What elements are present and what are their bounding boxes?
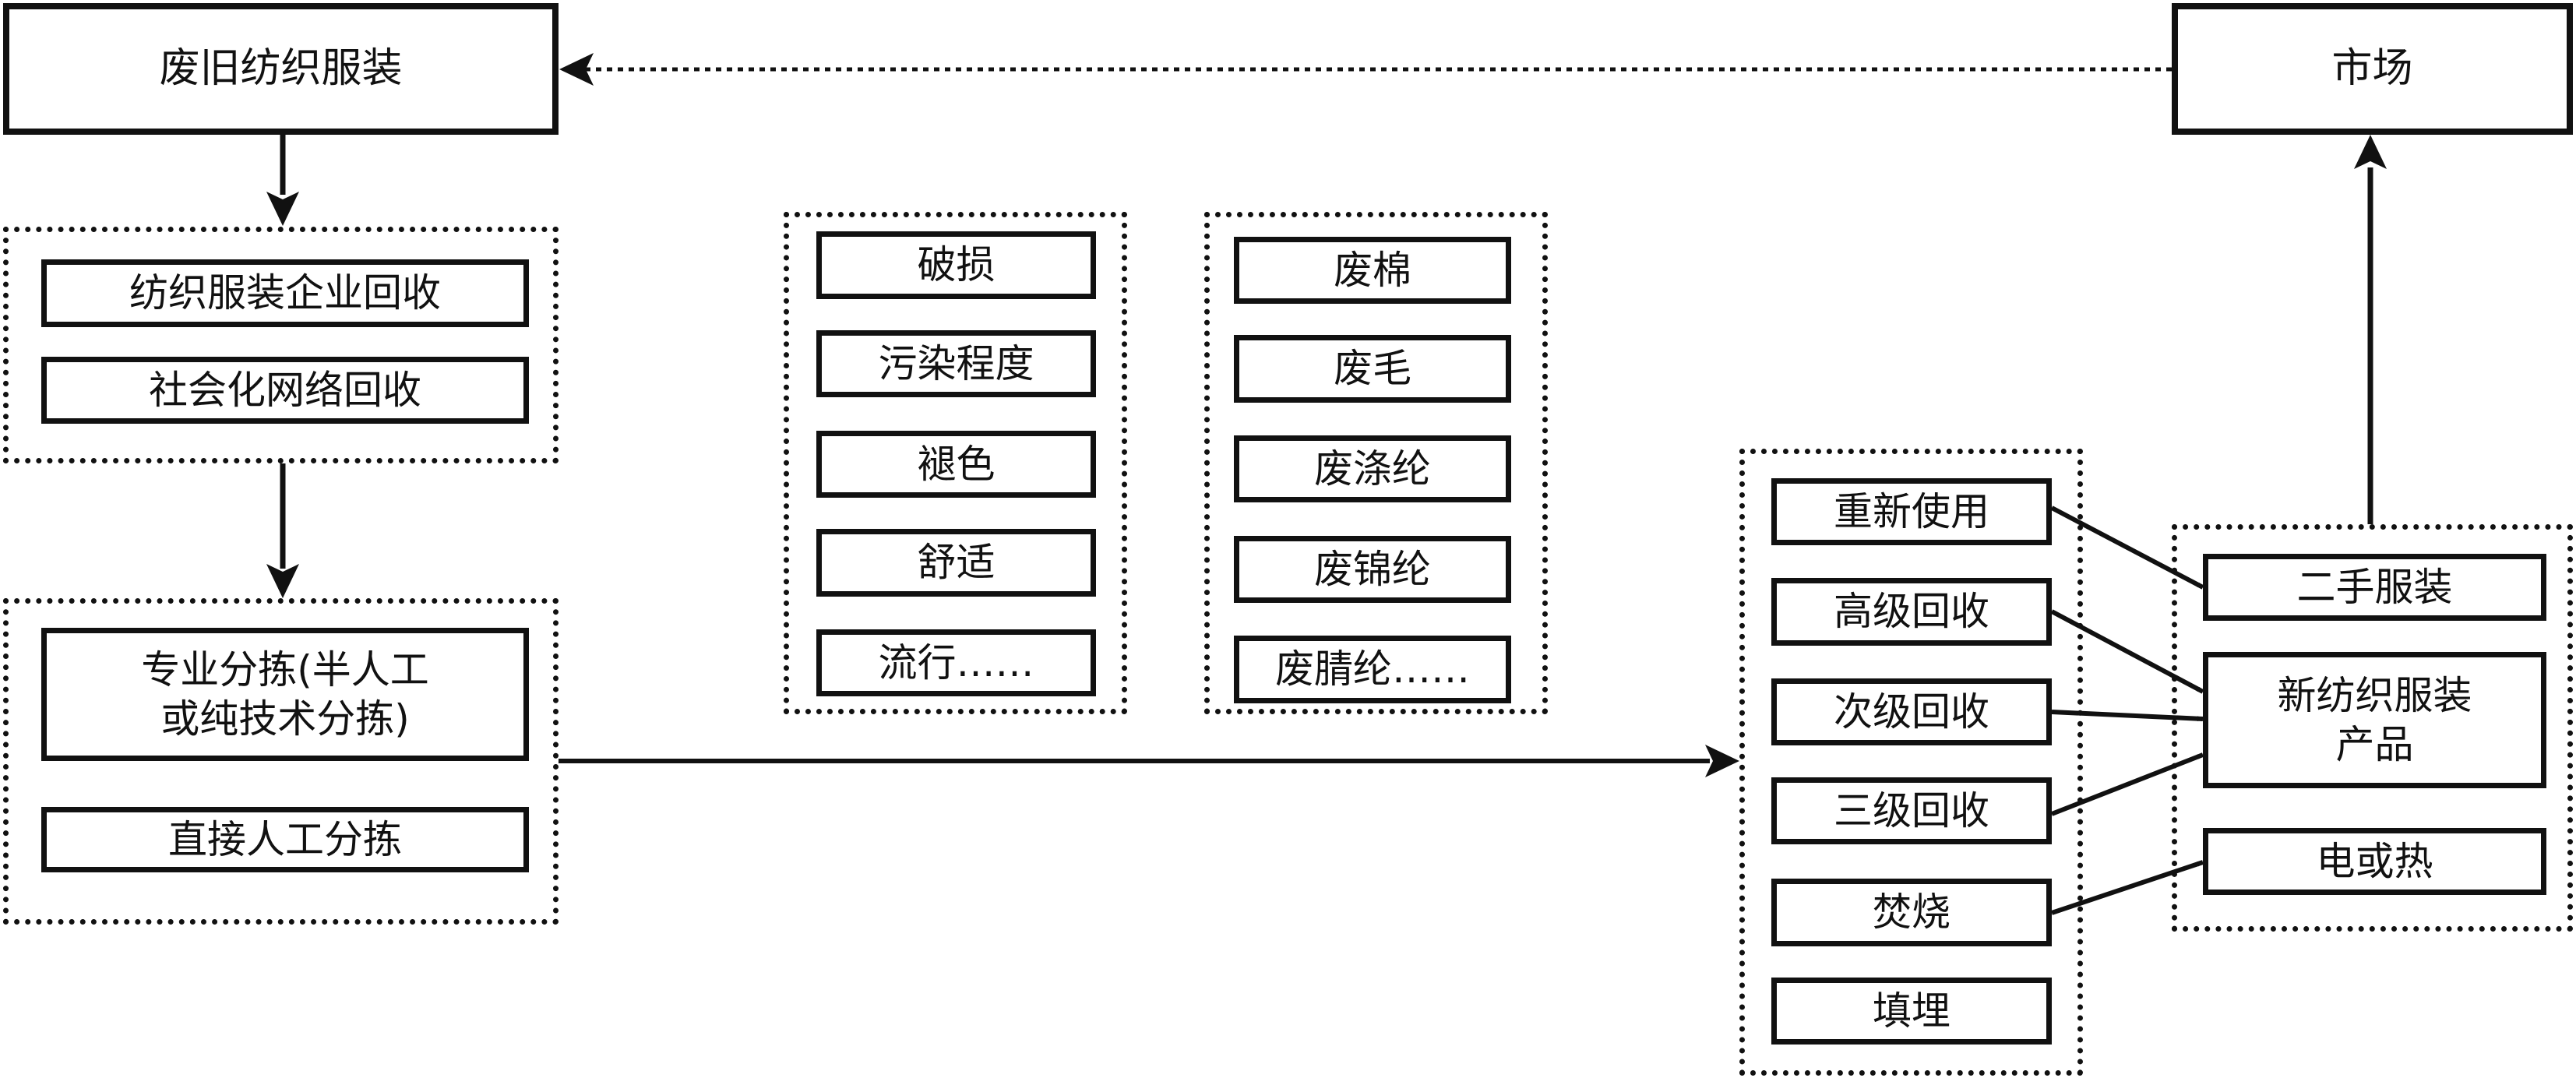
- collection-item-label: 社会化网络回收: [149, 367, 421, 413]
- sorting-item-label: 专业分拣(半人工 或纯技术分拣): [141, 647, 429, 742]
- treatment-item-label: 填埋: [1873, 988, 1951, 1034]
- criteria-item-label: 舒适: [917, 540, 996, 586]
- collection-item: 纺织服装企业回收: [41, 259, 529, 327]
- treatment-item: 次级回收: [1771, 678, 2052, 745]
- arrowhead-sorting-to-treatment: [1705, 745, 1739, 777]
- treatment-item: 焚烧: [1771, 879, 2052, 946]
- treatment-item-label: 次级回收: [1834, 689, 1989, 735]
- arrow-tertiary-to-newproduct: [2050, 752, 2204, 816]
- sorting-group: [3, 598, 559, 925]
- arrow-secondary-to-newproduct: [2051, 710, 2204, 722]
- arrowhead-outputs-to-market: [2354, 135, 2387, 169]
- criteria-group: [784, 212, 1127, 714]
- criteria-item: 舒适: [816, 529, 1096, 597]
- arrowhead-collection-to-sorting: [266, 564, 299, 598]
- treatment-item-label: 三级回收: [1834, 787, 1989, 833]
- treatment-item: 三级回收: [1771, 777, 2052, 844]
- material-item: 废腈纶……: [1234, 636, 1511, 703]
- treatment-item: 重新使用: [1771, 478, 2052, 545]
- output-item-label: 电或热: [2316, 838, 2433, 884]
- criteria-item: 流行……: [816, 629, 1096, 696]
- material-item-label: 废棉: [1334, 247, 1411, 293]
- sorting-item-label: 直接人工分拣: [168, 816, 402, 862]
- collection-group: [3, 227, 559, 463]
- criteria-item: 破损: [816, 231, 1096, 299]
- material-item-label: 废锦纶: [1314, 546, 1431, 592]
- material-item: 废涤纶: [1234, 435, 1511, 502]
- arrow-reuse-to-secondhand: [2050, 506, 2204, 590]
- material-group: [1204, 212, 1548, 714]
- criteria-item: 污染程度: [816, 330, 1096, 397]
- arrowhead-market-to-source: [559, 53, 594, 86]
- collection-item: 社会化网络回收: [41, 357, 529, 424]
- material-item-label: 废涤纶: [1314, 446, 1431, 491]
- material-item-label: 废毛: [1334, 346, 1411, 392]
- criteria-item: 褪色: [816, 431, 1096, 498]
- market-node: 市场: [2172, 3, 2573, 135]
- output-group: [2172, 524, 2573, 932]
- treatment-item-label: 高级回收: [1834, 589, 1989, 635]
- output-item: 新纺织服装 产品: [2203, 652, 2546, 788]
- material-item-label: 废腈纶……: [1275, 646, 1470, 692]
- source-node: 废旧纺织服装: [3, 3, 559, 135]
- output-item: 电或热: [2203, 828, 2546, 895]
- treatment-item: 高级回收: [1771, 578, 2052, 646]
- sorting-item: 专业分拣(半人工 或纯技术分拣): [41, 628, 529, 761]
- collection-item-label: 纺织服装企业回收: [129, 270, 441, 316]
- criteria-item-label: 褪色: [917, 441, 996, 487]
- arrow-incineration-to-energy: [2051, 860, 2204, 915]
- treatment-item: 填埋: [1771, 978, 2052, 1045]
- criteria-item-label: 污染程度: [878, 340, 1034, 386]
- output-item-label: 新纺织服装 产品: [2277, 673, 2472, 767]
- material-item: 废锦纶: [1234, 536, 1511, 603]
- criteria-item-label: 破损: [917, 242, 996, 288]
- treatment-item-label: 焚烧: [1873, 890, 1951, 935]
- sorting-item: 直接人工分拣: [41, 807, 529, 872]
- arrowhead-source-to-collection: [266, 192, 299, 226]
- output-item: 二手服装: [2203, 554, 2546, 621]
- criteria-item-label: 流行……: [878, 639, 1034, 685]
- market-node-label: 市场: [2331, 45, 2413, 92]
- source-node-label: 废旧纺织服装: [159, 45, 403, 92]
- treatment-item-label: 重新使用: [1834, 488, 1989, 534]
- arrow-advanced-to-newproduct: [2050, 609, 2204, 694]
- material-item: 废毛: [1234, 335, 1511, 403]
- treatment-group: [1739, 449, 2083, 1076]
- material-item: 废棉: [1234, 237, 1511, 304]
- output-item-label: 二手服装: [2296, 564, 2453, 610]
